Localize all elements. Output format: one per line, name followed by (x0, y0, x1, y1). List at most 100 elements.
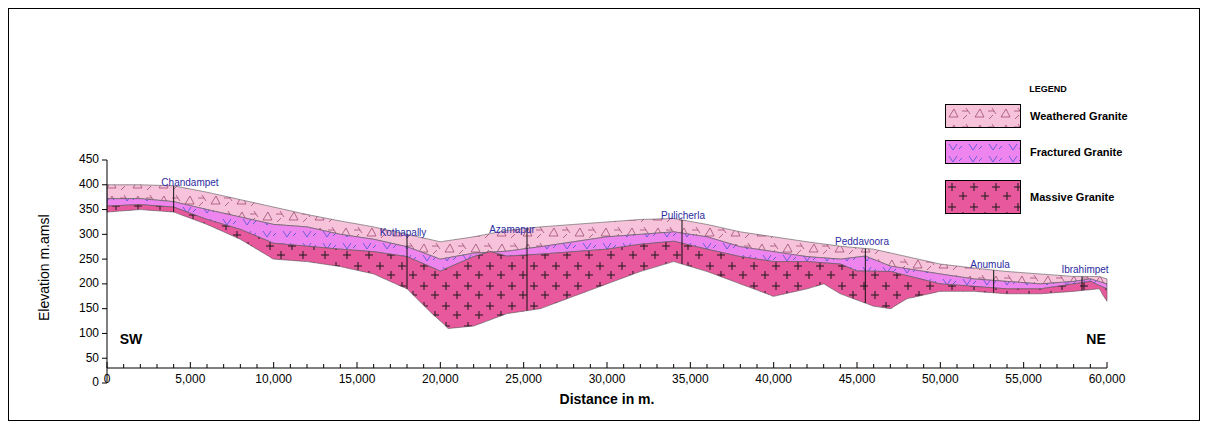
x-tick (457, 364, 458, 368)
y-axis-title: Elevation m.amsl (36, 215, 51, 322)
x-tick (740, 364, 741, 368)
x-tick (907, 364, 908, 368)
swatch-pattern (946, 141, 1021, 164)
legend-title: LEGEND (1029, 85, 1067, 95)
x-tick (273, 362, 274, 368)
place-name: Anumula (970, 259, 1009, 270)
x-tick-label: 5,000 (175, 373, 205, 386)
x-tick (890, 364, 891, 368)
y-tick-label: 100 (79, 327, 99, 340)
x-tick (207, 364, 208, 368)
x-tick (873, 364, 874, 368)
y-tick-label: 350 (79, 203, 99, 216)
x-tick (923, 364, 924, 368)
x-tick (507, 364, 508, 368)
x-tick (973, 364, 974, 368)
direction-label: SW (120, 332, 143, 347)
x-tick-label: 60,000 (1089, 373, 1126, 386)
x-tick (107, 362, 108, 368)
y-tick-label: 450 (79, 153, 99, 166)
x-tick (307, 364, 308, 368)
y-tick-label: 50 (86, 352, 99, 365)
place-name: Azamapur (489, 224, 535, 235)
borehole-line (1082, 276, 1083, 290)
y-tick (102, 358, 107, 359)
x-tick (590, 364, 591, 368)
x-tick (957, 364, 958, 368)
x-tick (1057, 364, 1058, 368)
borehole-line (407, 234, 408, 289)
y-tick (102, 308, 107, 309)
x-tick (340, 364, 341, 368)
x-tick (423, 364, 424, 368)
legend-swatch (945, 180, 1021, 214)
legend-text: Massive Granite (1030, 191, 1114, 203)
borehole-line (527, 228, 528, 310)
x-tick (723, 364, 724, 368)
y-tick (102, 259, 107, 260)
x-tick-label: 15,000 (339, 373, 376, 386)
borehole-line (173, 186, 174, 212)
x-tick (407, 364, 408, 368)
x-tick-label: 10,000 (255, 373, 292, 386)
y-tick (102, 160, 107, 161)
x-tick (290, 364, 291, 368)
x-tick (640, 364, 641, 368)
y-tick-label: 300 (79, 228, 99, 241)
x-tick (673, 364, 674, 368)
x-tick (140, 364, 141, 368)
x-tick (657, 364, 658, 368)
axes (102, 160, 1107, 383)
legend-swatch (945, 104, 1021, 128)
x-tick (373, 364, 374, 368)
x-tick (573, 364, 574, 368)
x-axis-title: Distance in m. (560, 392, 655, 407)
x-tick (240, 364, 241, 368)
x-tick (623, 364, 624, 368)
x-tick (607, 362, 608, 368)
borehole-line (993, 270, 994, 293)
y-tick (102, 283, 107, 284)
y-tick-label: 200 (79, 277, 99, 290)
x-tick (257, 364, 258, 368)
x-tick-label: 20,000 (422, 373, 459, 386)
layer-fill (107, 205, 1107, 329)
x-tick-label: 35,000 (672, 373, 709, 386)
x-tick (757, 364, 758, 368)
x-tick (490, 364, 491, 368)
x-tick-label: 45,000 (839, 373, 876, 386)
x-tick (807, 364, 808, 368)
y-tick-label: 0 (92, 376, 99, 389)
y-tick (102, 234, 107, 235)
x-tick (473, 364, 474, 368)
legend-text: Weathered Granite (1030, 110, 1128, 122)
x-tick (1023, 362, 1024, 368)
x-tick (523, 362, 524, 368)
swatch-pattern (946, 181, 1021, 214)
x-tick (940, 362, 941, 368)
x-tick (773, 362, 774, 368)
y-tick-label: 150 (79, 302, 99, 315)
x-tick-label: 25,000 (505, 373, 542, 386)
borehole-line (865, 248, 866, 303)
x-tick (123, 364, 124, 368)
x-tick (1007, 364, 1008, 368)
x-tick (223, 364, 224, 368)
place-name: Chandampet (161, 177, 218, 188)
x-tick (557, 364, 558, 368)
x-tick (1073, 364, 1074, 368)
x-tick (1090, 364, 1091, 368)
y-tick-label: 400 (79, 178, 99, 191)
x-tick (323, 364, 324, 368)
x-tick (173, 364, 174, 368)
x-tick (790, 364, 791, 368)
x-tick (1107, 362, 1108, 368)
x-tick-label: 50,000 (922, 373, 959, 386)
swatch-pattern (946, 105, 1021, 128)
legend-swatch (945, 140, 1021, 164)
y-axis (107, 160, 108, 383)
x-tick (823, 364, 824, 368)
x-tick-label: 30,000 (589, 373, 626, 386)
direction-label: NE (1086, 332, 1105, 347)
